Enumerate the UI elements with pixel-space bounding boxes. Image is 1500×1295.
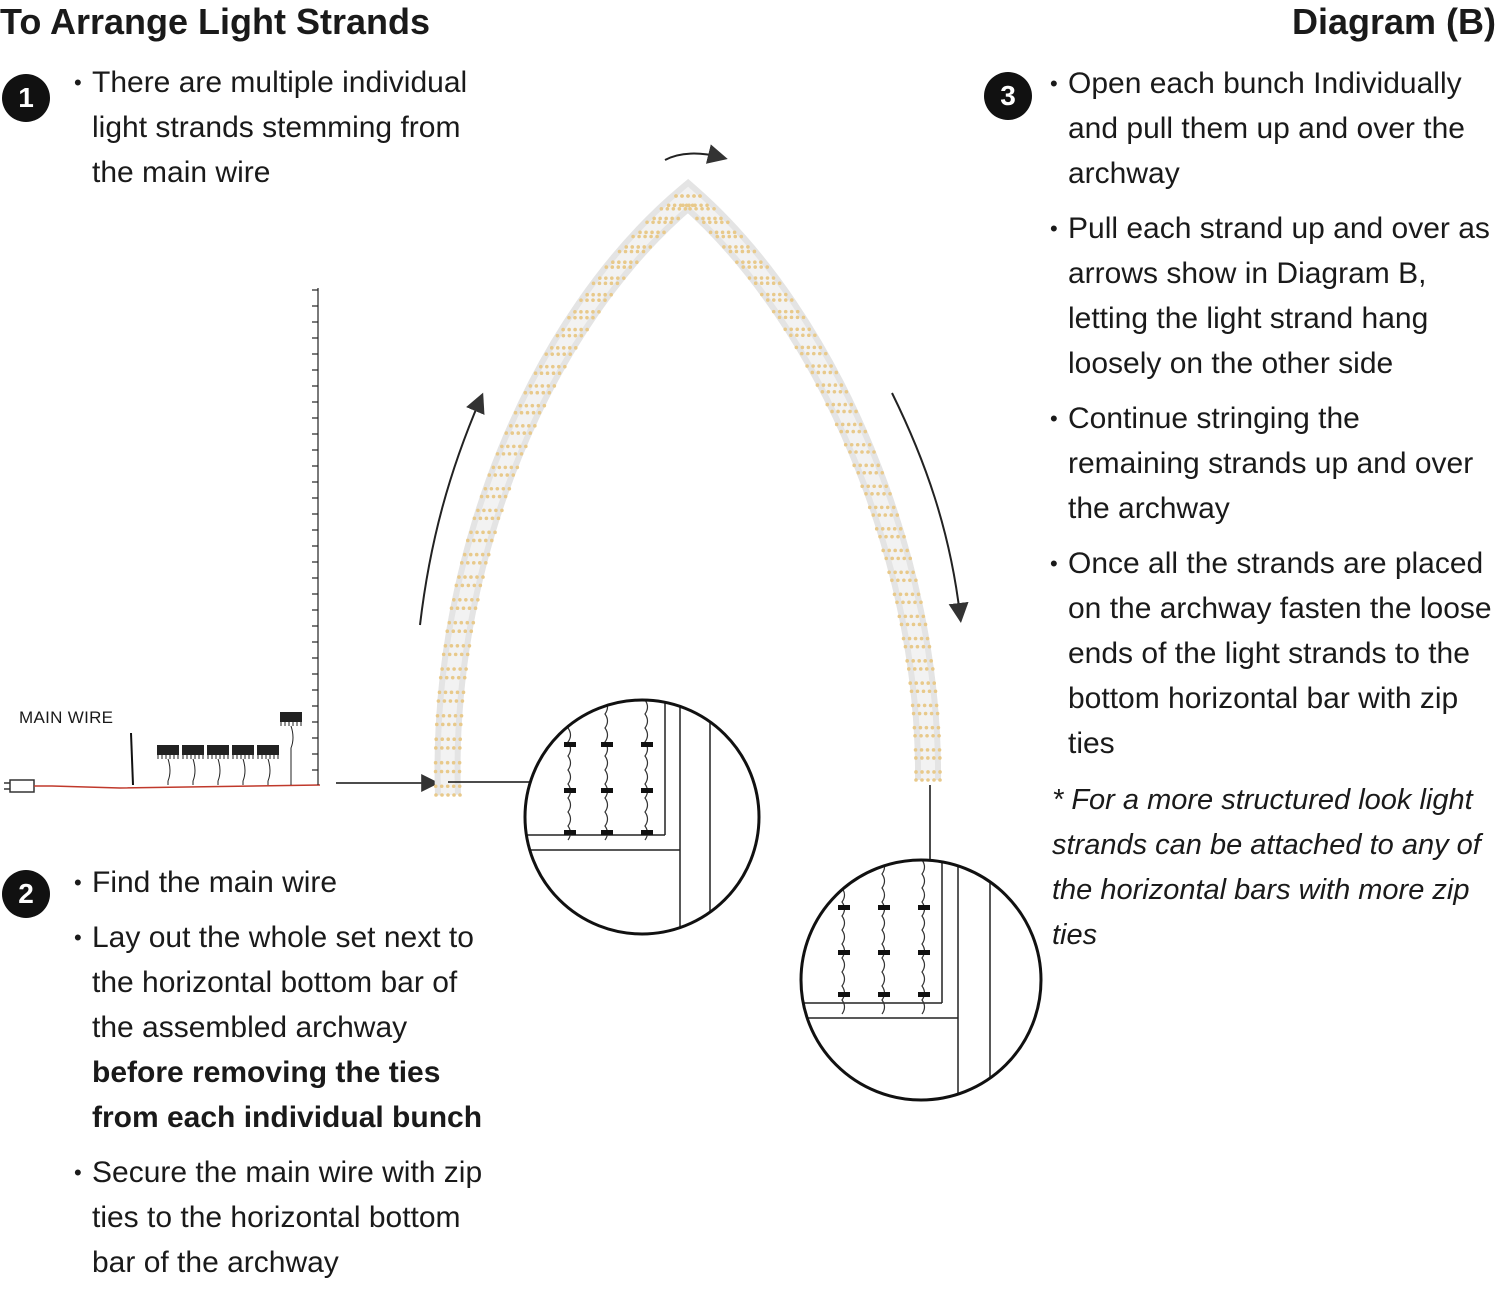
main-wire-label: MAIN WIRE xyxy=(19,708,114,727)
plug-icon xyxy=(9,779,35,793)
step-3-bullet-1: Open each bunch Individually and pull th… xyxy=(1050,61,1492,196)
arrow-top xyxy=(664,144,728,164)
vertical-light-strand xyxy=(312,288,319,785)
step-3-badge: 3 xyxy=(984,72,1032,120)
step-2-bullet-3: Secure the main wire with zip ties to th… xyxy=(74,1150,506,1285)
step-1-badge: 1 xyxy=(2,74,50,122)
step-1-list: There are multiple individual light stra… xyxy=(74,60,496,205)
step-3-bullet-3: Continue stringing the remaining strands… xyxy=(1050,396,1492,531)
arrow-down-right xyxy=(891,392,969,623)
page-title: To Arrange Light Strands xyxy=(0,1,431,42)
step-2-badge: 2 xyxy=(2,870,50,918)
archway xyxy=(433,178,942,797)
archway-lights xyxy=(433,194,942,797)
zoom-detail-left xyxy=(523,698,761,936)
arrow-up-left xyxy=(419,392,485,626)
main-wire-pointer xyxy=(130,732,134,786)
step-3-list: Open each bunch Individually and pull th… xyxy=(1050,61,1492,776)
step-2-bold-text: before removing the ties from each indiv… xyxy=(92,1056,483,1134)
zoom-detail-right xyxy=(799,858,1043,1102)
diagram-label: Diagram (B) xyxy=(1291,1,1496,42)
step-2-bullet-2-text: Lay out the whole set next to the horizo… xyxy=(92,921,474,1044)
main-wire xyxy=(4,732,321,793)
light-bunches xyxy=(157,712,302,785)
step-2-bullet-1: Find the main wire xyxy=(74,860,506,905)
step-2-list: Find the main wire Lay out the whole set… xyxy=(74,860,506,1295)
step-3-bullet-4: Once all the strands are placed on the a… xyxy=(1050,541,1492,766)
step-2-bullet-2: Lay out the whole set next to the horizo… xyxy=(74,915,506,1140)
step-3-bullet-2: Pull each strand up and over as arrows s… xyxy=(1050,206,1492,386)
step-1-bullet-1: There are multiple individual light stra… xyxy=(74,60,496,195)
step-3-note: * For a more structured look light stran… xyxy=(1052,784,1481,951)
